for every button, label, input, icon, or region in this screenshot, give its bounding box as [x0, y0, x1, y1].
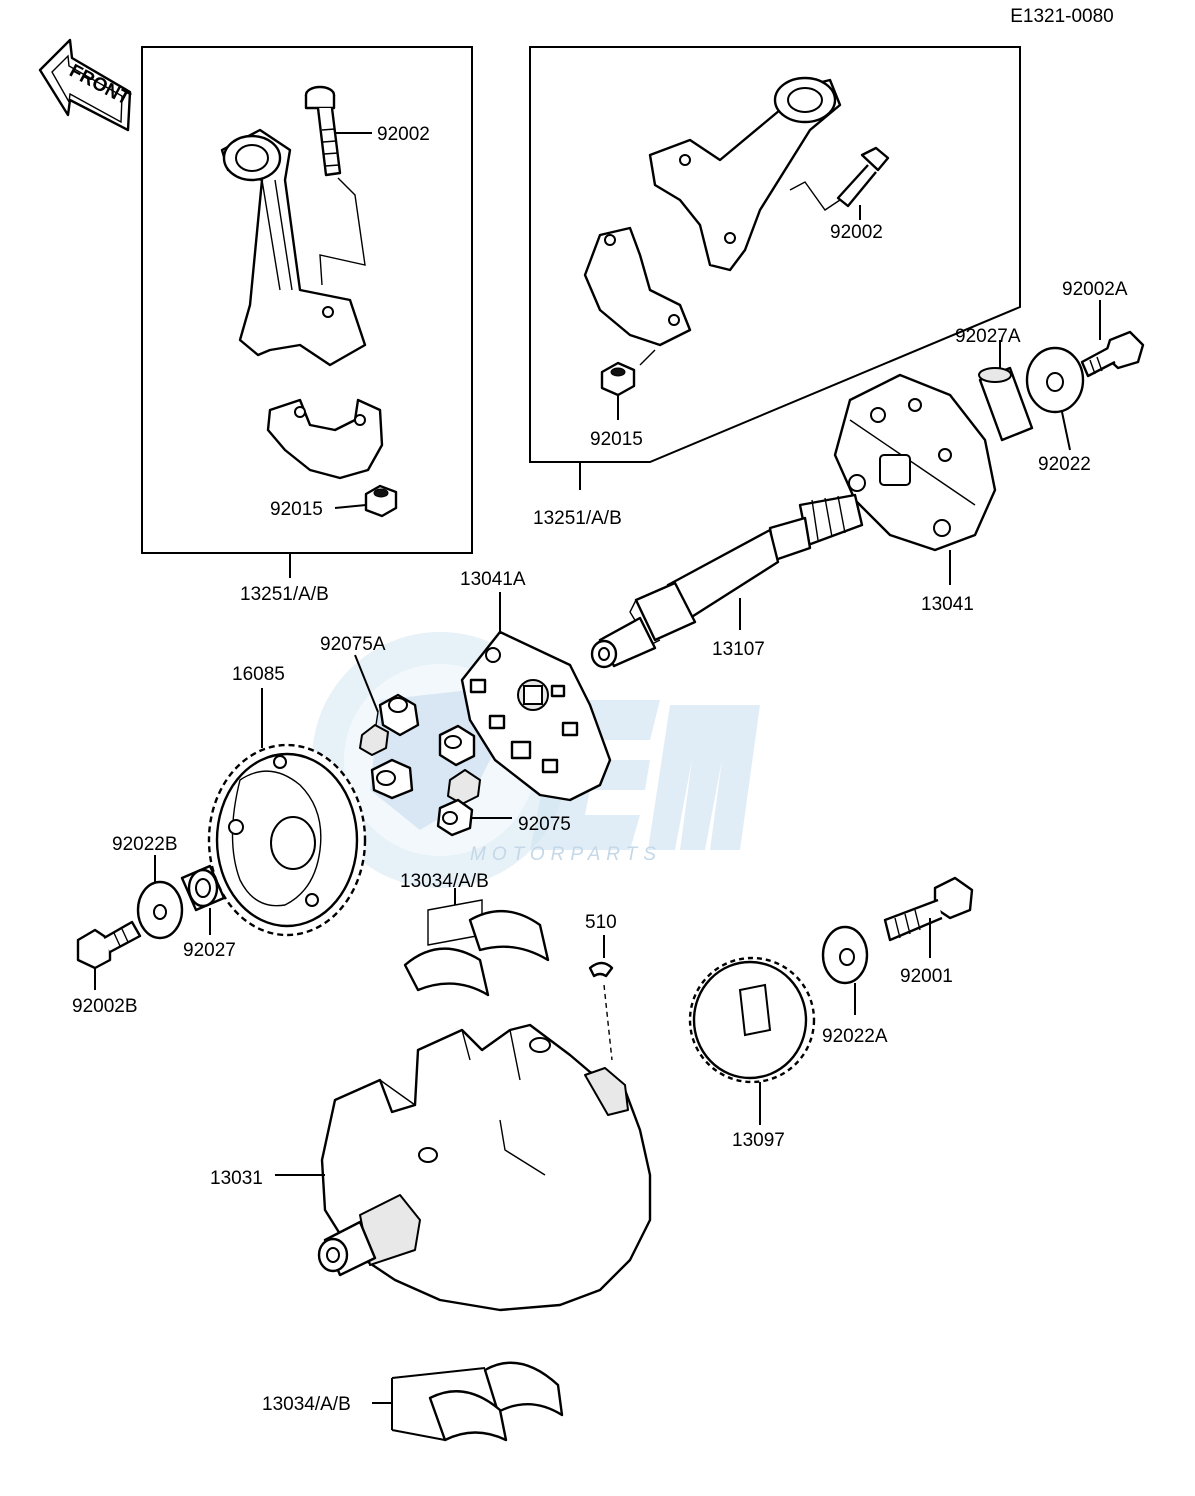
- label-13251-right: 13251/A/B: [533, 508, 622, 529]
- label-92001: 92001: [900, 966, 953, 987]
- label-92015-right: 92015: [590, 429, 643, 450]
- balancer-gear-16085: [207, 743, 367, 937]
- label-92022A: 92022A: [822, 1026, 888, 1047]
- bolt-92001: [883, 876, 974, 942]
- washer-92022B: [136, 880, 184, 940]
- damper-rubber-92075A: [359, 693, 420, 800]
- label-13031: 13031: [210, 1168, 263, 1189]
- conrod-assembly-box-right: [529, 46, 1021, 463]
- damper-rubber-92075: [436, 724, 481, 837]
- nut-92015-left: [364, 484, 398, 518]
- connecting-rod-right: [648, 76, 842, 272]
- crankshaft-13031: [317, 1023, 652, 1312]
- label-510: 510: [585, 912, 617, 933]
- label-13034-bottom: 13034/A/B: [262, 1394, 351, 1415]
- crank-gear-13097: [688, 956, 816, 1084]
- diagram-code: E1321-0080: [1010, 6, 1114, 27]
- nut-92015-right: [600, 361, 636, 397]
- label-92027A: 92027A: [955, 326, 1021, 347]
- label-92022: 92022: [1038, 454, 1091, 475]
- label-92075: 92075: [518, 814, 571, 835]
- label-92002A: 92002A: [1062, 279, 1128, 300]
- washer-92022: [1025, 346, 1085, 414]
- label-13251-left: 13251/A/B: [240, 584, 329, 605]
- bolt-92002-left: [304, 85, 342, 177]
- conrod-assembly-box-left: [141, 46, 473, 554]
- label-92022B: 92022B: [112, 834, 178, 855]
- label-13041A: 13041A: [460, 569, 526, 590]
- label-13041: 13041: [921, 594, 974, 615]
- leader-line: [319, 177, 366, 286]
- rod-cap-left: [266, 398, 384, 480]
- label-16085: 16085: [232, 664, 285, 685]
- bolt-92002-right: [836, 146, 890, 208]
- label-92075A: 92075A: [320, 634, 386, 655]
- front-arrow-icon: FRONT: [38, 38, 134, 132]
- label-13107: 13107: [712, 639, 765, 660]
- label-92002B: 92002B: [72, 996, 138, 1017]
- rod-cap-right: [583, 226, 692, 347]
- watermark-subtext: MOTORPARTS: [470, 844, 662, 865]
- collar-92027: [180, 864, 226, 912]
- key-510: [588, 961, 614, 978]
- balancer-shaft-13107: [590, 493, 864, 669]
- label-92002-left: 92002: [377, 124, 430, 145]
- damper-plate-13041A: [460, 630, 612, 802]
- label-92027: 92027: [183, 940, 236, 961]
- label-13097: 13097: [732, 1130, 785, 1151]
- label-13034-top: 13034/A/B: [400, 871, 489, 892]
- connecting-rod-left: [220, 128, 367, 367]
- washer-92022A: [821, 925, 869, 985]
- crank-bearing-13034-top: [403, 899, 550, 997]
- balancer-flange-13041: [833, 373, 997, 552]
- collar-92027A: [978, 366, 1034, 442]
- label-92015-left: 92015: [270, 499, 323, 520]
- bolt-92002B: [76, 920, 142, 970]
- label-92002-right: 92002: [830, 222, 883, 243]
- bolt-92002A: [1080, 330, 1145, 378]
- crank-bearing-13034-bottom: [428, 1361, 564, 1442]
